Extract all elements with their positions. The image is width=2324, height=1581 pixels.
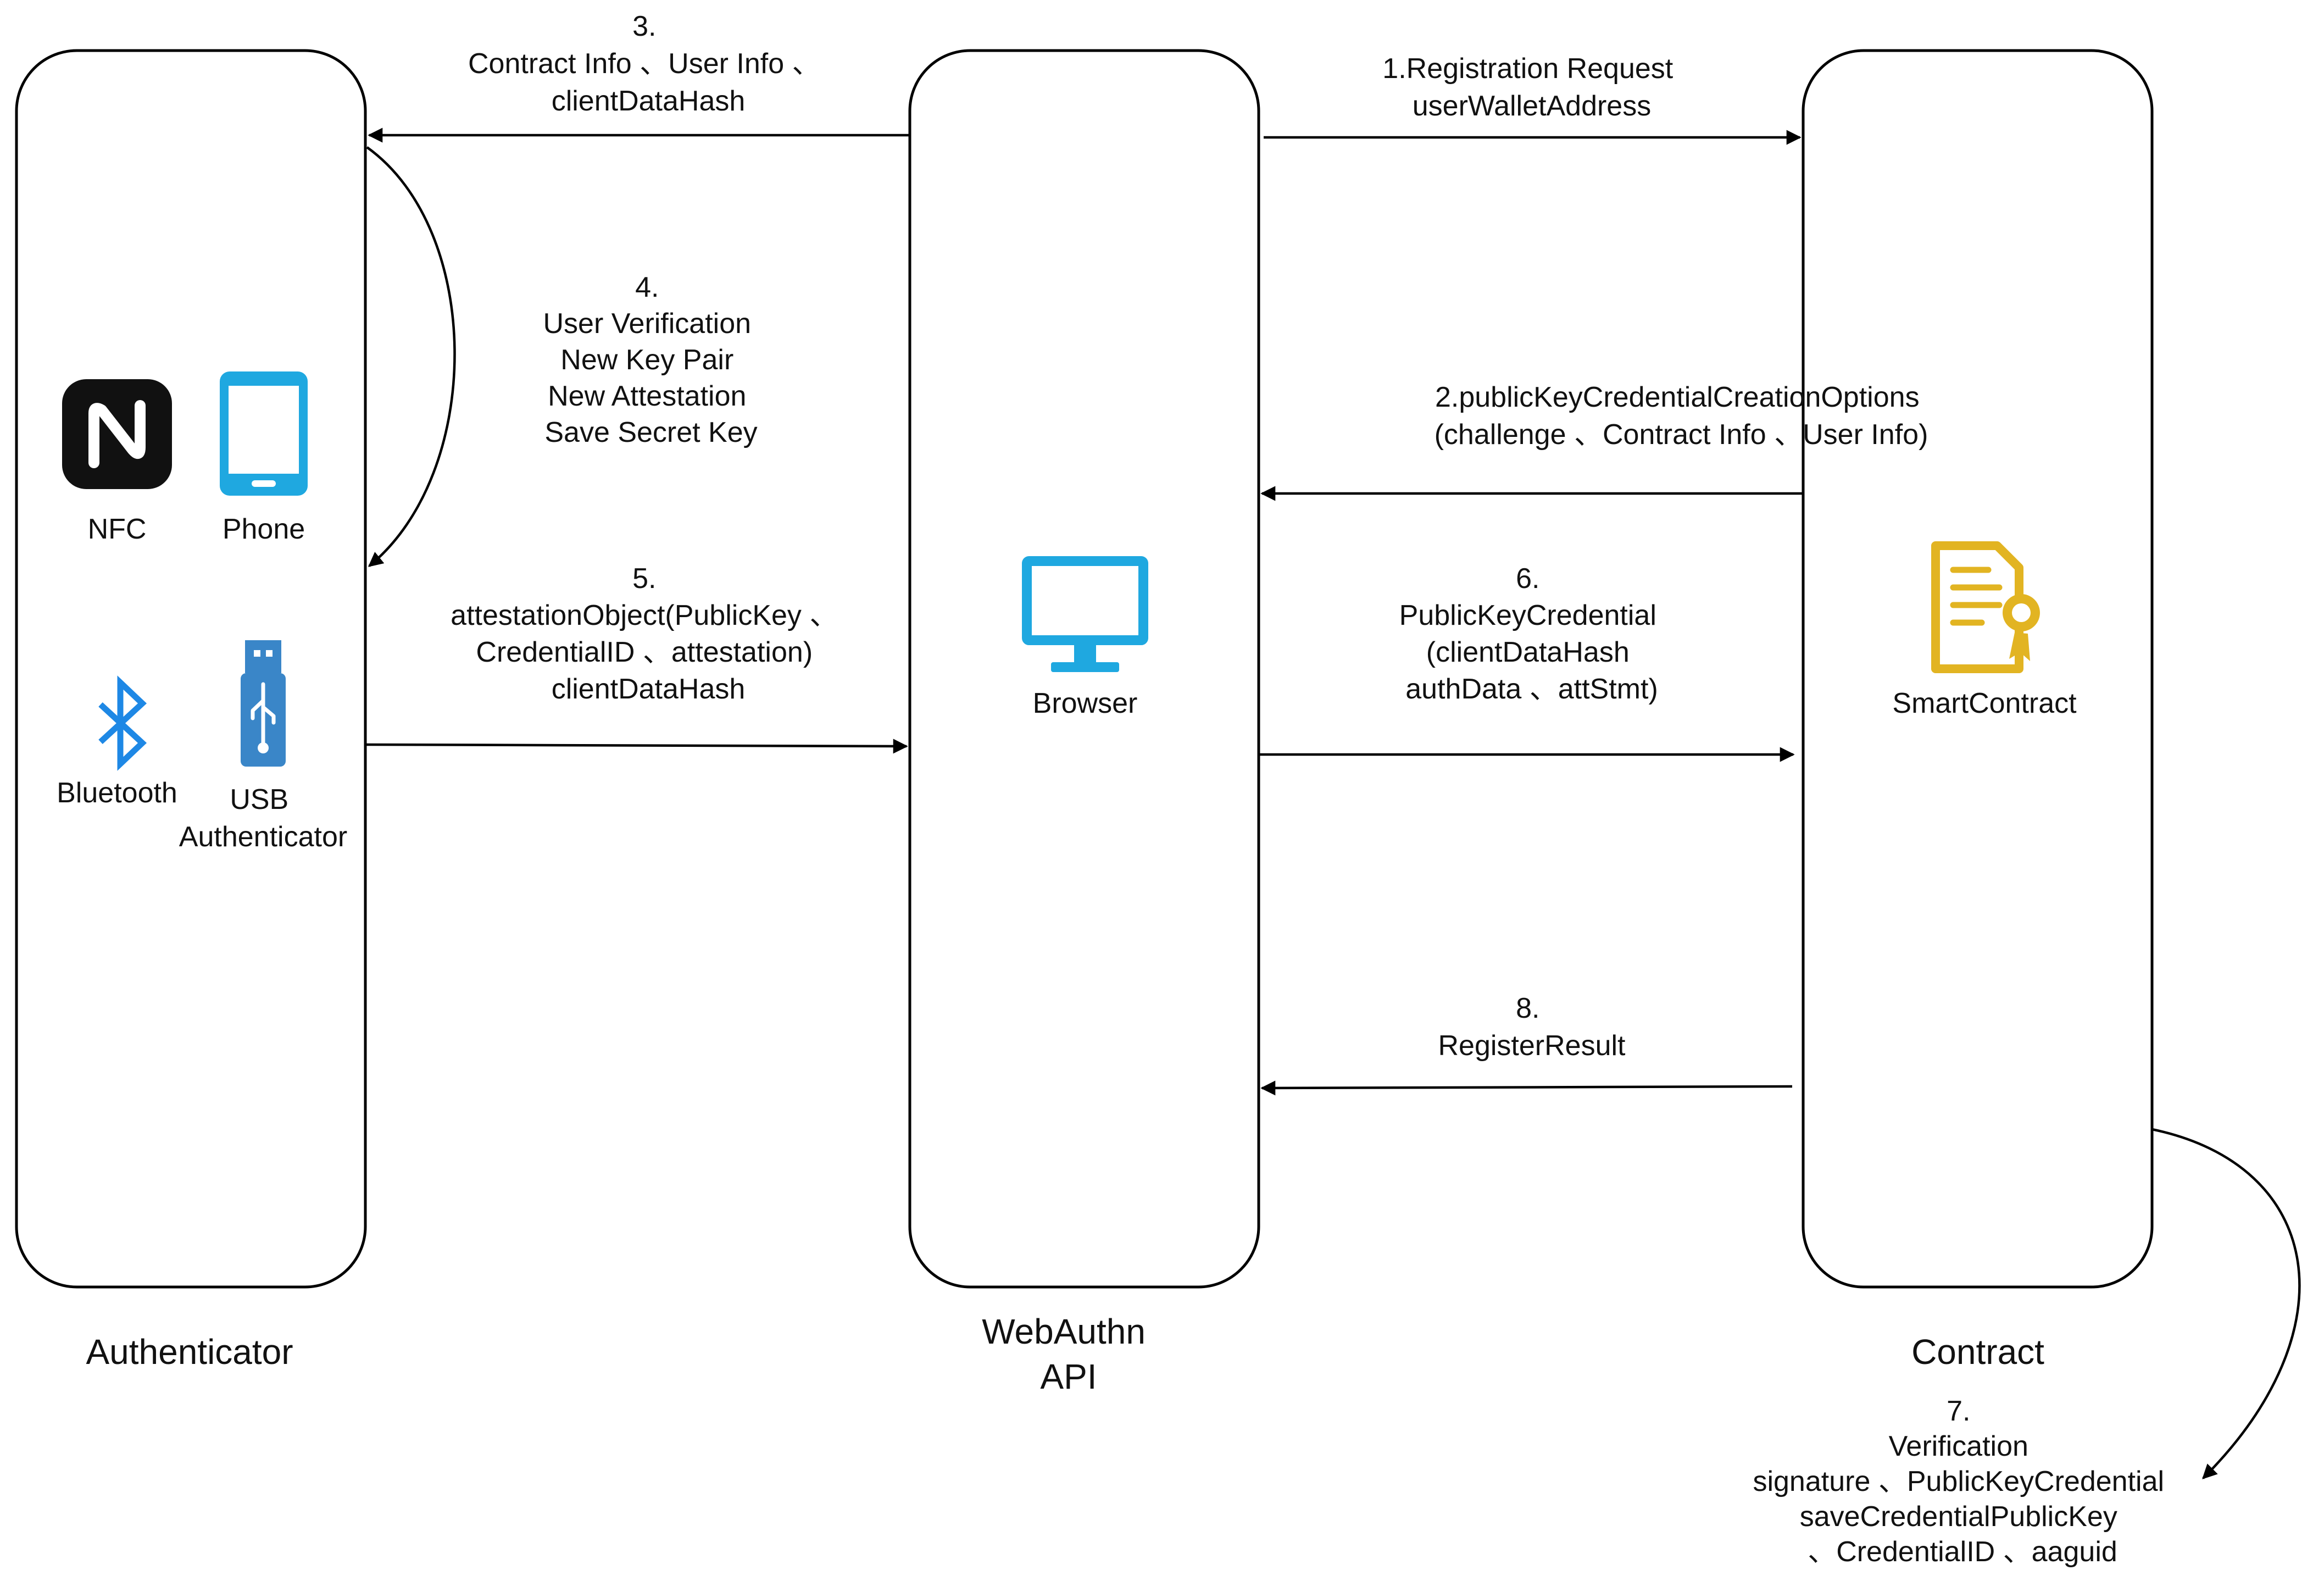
arrow-step-8 <box>1260 1080 1793 1096</box>
usb-authenticator-label: USB Authenticator <box>179 784 347 853</box>
webauthn-column-title-line: WebAuthn <box>982 1312 1146 1351</box>
bluetooth-label: Bluetooth <box>57 777 177 809</box>
step-7-label: 7. Verification signature 、PublicKeyCred… <box>1753 1395 2172 1568</box>
step-1-label: 1.Registration Request userWalletAddress <box>1382 53 1681 122</box>
step-7-line: saveCredentialPublicKey <box>1800 1501 2117 1533</box>
arrow-step-4 <box>366 146 456 567</box>
step-3-label: 3. Contract Info 、User Info 、 clientData… <box>468 10 829 117</box>
step-4-line: User Verification <box>543 308 751 340</box>
smartcontract-label: SmartContract <box>1892 687 2077 719</box>
phone-label: Phone <box>223 513 305 545</box>
step-1-line: 1.Registration Request <box>1382 53 1673 85</box>
step-4-label: 4. User Verification New Key Pair New At… <box>543 271 759 448</box>
step-2-line: 2.publicKeyCredentialCreationOptions <box>1435 381 1920 413</box>
step-7-line: 、CredentialID 、aaguid <box>1808 1536 2117 1568</box>
step-6-line: PublicKeyCredential <box>1399 600 1656 631</box>
step-8-line: 8. <box>1516 992 1539 1024</box>
webauthn-column-title: WebAuthn API <box>982 1312 1155 1396</box>
step-8-label: 8. RegisterResult <box>1438 992 1626 1062</box>
authenticator-lane <box>15 49 367 1289</box>
usb-authenticator-label-line: USB <box>230 784 288 816</box>
step-2-line: (challenge 、Contract Info 、User Info) <box>1435 419 1928 451</box>
webauthn-column-title-line: API <box>1040 1357 1097 1396</box>
step-6-line: (clientDataHash <box>1426 636 1630 668</box>
step-4-line: New Key Pair <box>560 344 733 376</box>
step-3-line: clientDataHash <box>552 85 746 117</box>
step-7-line: 7. <box>1947 1395 1970 1427</box>
nfc-icon <box>62 379 172 489</box>
step-8-line: RegisterResult <box>1438 1030 1626 1062</box>
step-1-line: userWalletAddress <box>1413 90 1651 122</box>
contract-column-title: Contract <box>1911 1332 2044 1372</box>
step-6-line: 6. <box>1516 563 1539 595</box>
step-4-line: New Attestation <box>548 380 746 412</box>
step-6-label: 6. PublicKeyCredential (clientDataHash a… <box>1399 563 1665 705</box>
step-3-line: 3. <box>632 10 656 42</box>
smartphone-icon <box>220 371 308 496</box>
step-5-line: attestationObject(PublicKey 、 <box>451 600 838 631</box>
monitor-icon <box>1022 556 1148 672</box>
step-7-line: Verification <box>1889 1430 2028 1462</box>
certificate-icon <box>1931 541 2040 673</box>
step-5-line: CredentialID 、attestation) <box>476 636 813 668</box>
step-7-line: signature 、PublicKeyCredential <box>1753 1466 2164 1497</box>
step-6-line: authData 、attStmt) <box>1405 673 1658 705</box>
usb-authenticator-label-line: Authenticator <box>179 821 347 853</box>
browser-label: Browser <box>1033 687 1138 719</box>
step-4-line: Save Secret Key <box>544 417 757 448</box>
step-5-line: clientDataHash <box>552 673 746 705</box>
usb-drive-icon <box>241 640 286 767</box>
step-3-line: Contract Info 、User Info 、 <box>468 48 821 80</box>
step-5-line: 5. <box>632 563 656 595</box>
step-4-line: 4. <box>635 271 659 303</box>
authenticator-column-title: Authenticator <box>86 1332 293 1372</box>
bluetooth-icon <box>98 675 147 771</box>
arrow-step-5 <box>365 739 908 754</box>
nfc-label: NFC <box>88 513 147 545</box>
arrow-step-7 <box>2151 1128 2301 1479</box>
step-2-label: 2.publicKeyCredentialCreationOptions (ch… <box>1435 381 1928 451</box>
step-5-label: 5. attestationObject(PublicKey 、 Credent… <box>451 563 846 705</box>
